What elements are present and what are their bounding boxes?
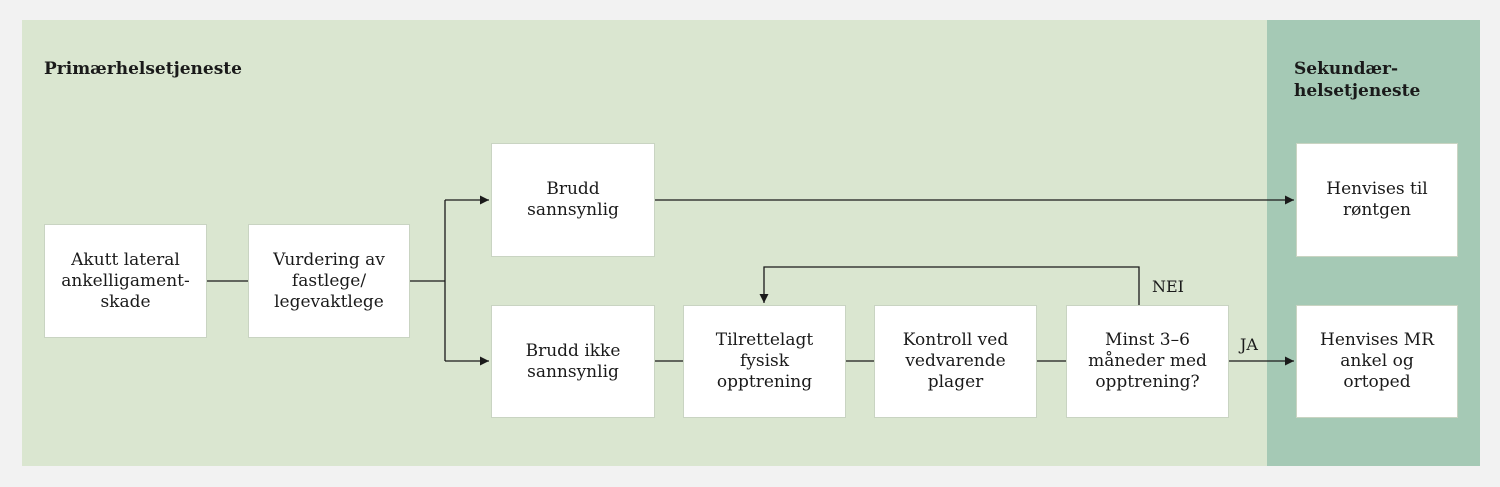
edge-decision-no-loop xyxy=(759,266,1140,305)
node-fracture-unlikely: Brudd ikke sannsynlig xyxy=(491,305,655,418)
node-mri: Henvises MR ankel og ortoped xyxy=(1296,305,1458,418)
secondary-care-label: Sekundær- helsetjeneste xyxy=(1294,59,1421,101)
edge-label-yes: JA xyxy=(1240,335,1258,354)
node-training: Tilrettelagt fysisk opptrening xyxy=(683,305,846,418)
node-decision: Minst 3–6 måneder med opptrening? xyxy=(1066,305,1229,418)
node-start: Akutt lateral ankelligament-skade xyxy=(44,224,207,338)
edge-label-no: NEI xyxy=(1152,277,1184,296)
node-xray: Henvises til røntgen xyxy=(1296,143,1458,257)
node-fracture-likely: Brudd sannsynlig xyxy=(491,143,655,257)
node-followup: Kontroll ved vedvarende plager xyxy=(874,305,1037,418)
primary-care-label: Primærhelsetjeneste xyxy=(44,59,242,79)
node-assessment: Vurdering av fastlege/ legevaktlege xyxy=(248,224,410,338)
